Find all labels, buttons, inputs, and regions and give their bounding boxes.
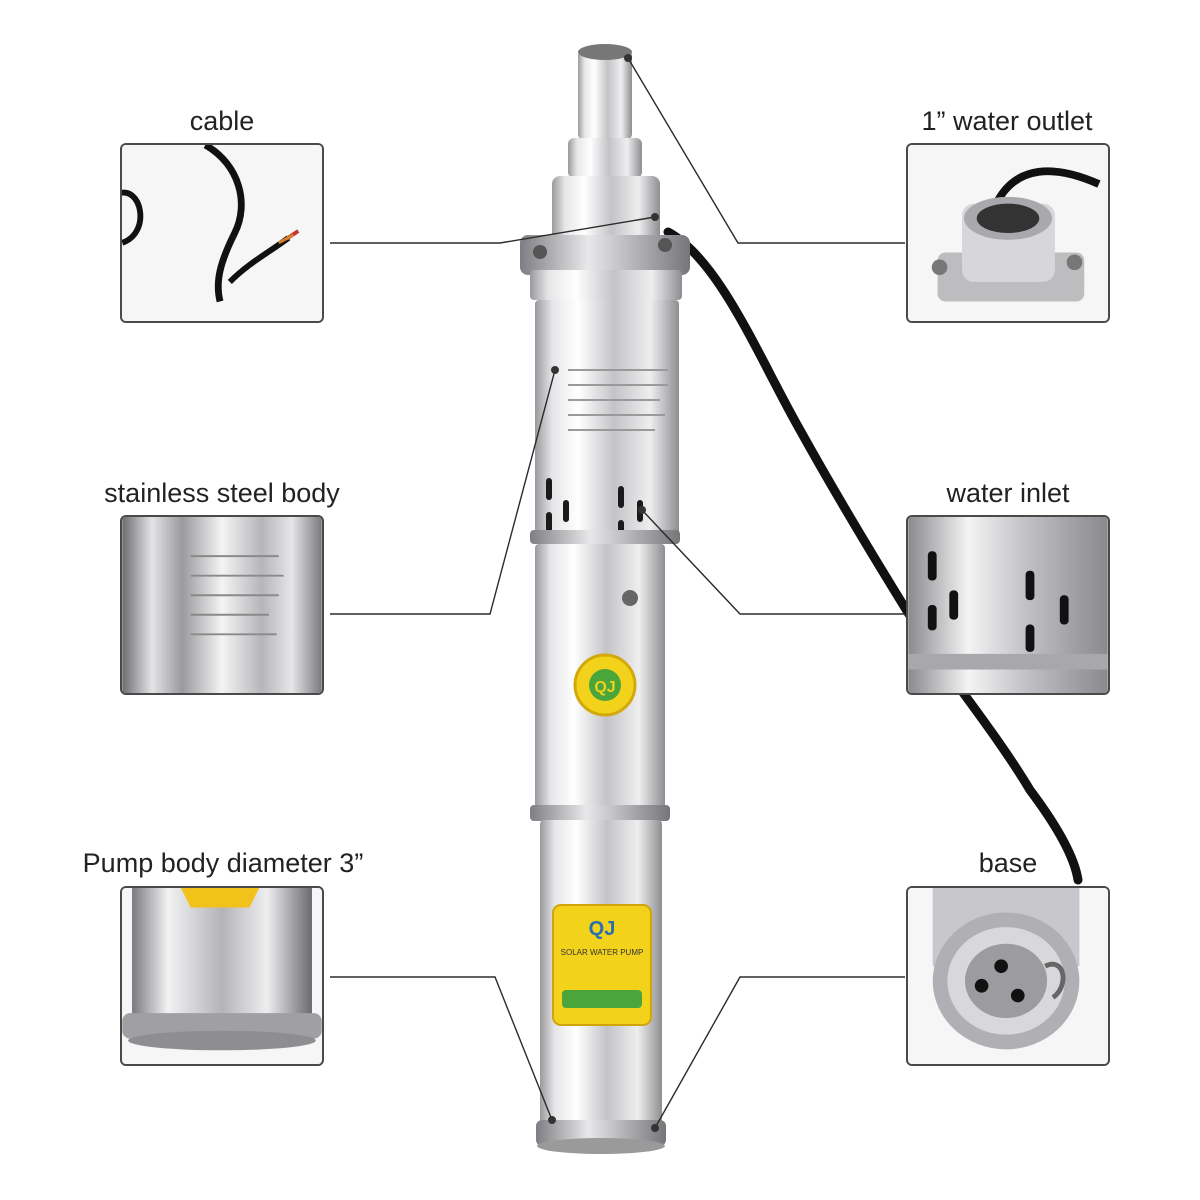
upper-label-logo: QJ xyxy=(594,679,615,696)
callout-diameter-label: Pump body diameter 3” xyxy=(82,848,364,878)
callout-base-label: base xyxy=(978,848,1038,878)
pump-upper-body xyxy=(535,300,679,535)
detail-stainless-body-panel xyxy=(120,515,324,695)
detail-water-inlet-panel xyxy=(906,515,1110,695)
outlet-closeup-image xyxy=(908,145,1108,321)
body-closeup-image xyxy=(122,517,322,693)
callout-water-inlet-label: water inlet xyxy=(946,478,1070,508)
base-closeup-image xyxy=(908,888,1108,1064)
leader-lines xyxy=(330,57,905,1129)
detail-cable-panel xyxy=(120,143,324,323)
cable-closeup-image xyxy=(122,145,322,321)
lower-label-logo: QJ xyxy=(589,918,616,940)
detail-water-outlet-panel xyxy=(906,143,1110,323)
detail-diameter-panel xyxy=(120,886,324,1066)
callout-cable-label: cable xyxy=(189,106,255,136)
lower-label-text: SOLAR WATER PUMP xyxy=(561,948,644,957)
diameter-closeup-image xyxy=(122,888,322,1064)
inlet-closeup-image xyxy=(908,517,1108,693)
outlet-pipe xyxy=(578,50,632,140)
callout-water-outlet-label: 1” water outlet xyxy=(921,106,1093,136)
callout-stainless-body-label: stainless steel body xyxy=(104,478,340,508)
detail-base-panel xyxy=(906,886,1110,1066)
